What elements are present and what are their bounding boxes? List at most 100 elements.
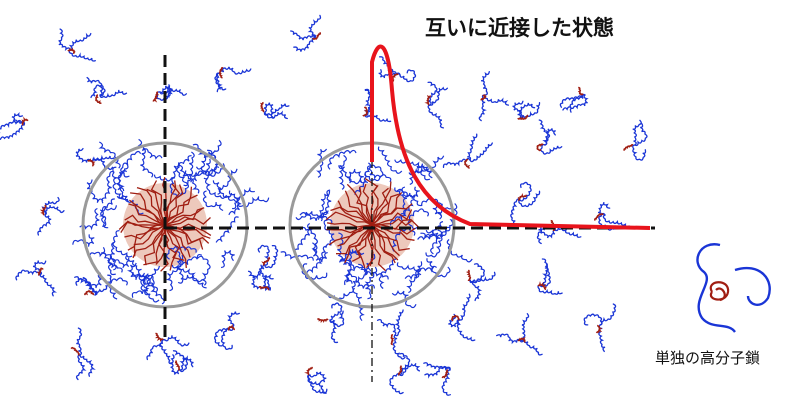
micelle-shell-strand bbox=[391, 290, 417, 309]
free-polymer-chain bbox=[362, 88, 392, 123]
free-polymer-chain bbox=[15, 260, 58, 297]
micelle-shell-strand bbox=[178, 164, 200, 194]
micelle-core-arm bbox=[164, 207, 205, 226]
free-polymer-chain bbox=[75, 147, 119, 171]
micelle-shell-strand bbox=[171, 263, 203, 283]
micelle-shell-strand bbox=[306, 245, 327, 274]
micelle-shell-strand bbox=[346, 168, 364, 184]
micelle-shell-strand bbox=[404, 265, 437, 281]
micelle-core-arm bbox=[371, 224, 400, 257]
micelle-shell-strand bbox=[408, 163, 433, 179]
micelle-right bbox=[280, 141, 473, 321]
chain-core-coil bbox=[36, 267, 44, 276]
chain-core-coil bbox=[227, 324, 236, 331]
chain-shell-strand bbox=[483, 94, 510, 106]
micelle-shell-strand bbox=[166, 245, 197, 260]
free-polymer-chain bbox=[247, 244, 279, 281]
free-polymer-chain bbox=[214, 311, 240, 350]
chain-shell-strand bbox=[309, 371, 327, 383]
micelle-core-arm bbox=[371, 209, 413, 226]
legend-core-coil bbox=[709, 281, 730, 302]
micelle-shell-strand bbox=[311, 242, 328, 263]
micelle-shell-strand bbox=[338, 154, 347, 190]
micelle-shell-strand bbox=[79, 207, 100, 231]
micelle-core-arm bbox=[164, 186, 193, 226]
micelle-core-arm bbox=[164, 224, 177, 271]
chain-shell-strand bbox=[602, 214, 630, 228]
chain-shell-strand bbox=[364, 112, 392, 123]
micelle-core-arm bbox=[143, 224, 166, 266]
micelle-shell-strand bbox=[201, 139, 222, 168]
micelle-shell-strand bbox=[140, 147, 154, 178]
chain-shell-strand bbox=[519, 313, 530, 342]
chain-shell-strand bbox=[75, 354, 87, 381]
micelle-core-arm bbox=[371, 224, 396, 264]
micelle-shell-strand bbox=[128, 257, 150, 285]
chain-core-coil bbox=[218, 67, 224, 79]
chain-shell-strand bbox=[247, 264, 266, 281]
micelle-shell-strand bbox=[367, 162, 392, 183]
chain-shell-strand bbox=[467, 133, 478, 161]
micelle-shell-strand bbox=[107, 254, 130, 269]
micelle-shell-strand bbox=[140, 275, 160, 303]
chain-shell-strand bbox=[159, 85, 173, 101]
chain-core-coil bbox=[39, 204, 47, 216]
micelle-shell-strand bbox=[89, 251, 117, 271]
chain-shell-strand bbox=[11, 112, 26, 126]
micelle-core-arm bbox=[371, 203, 413, 226]
micelle-shell-strand bbox=[323, 219, 336, 249]
chain-shell-strand bbox=[94, 274, 112, 296]
chain-core-coil bbox=[174, 360, 181, 371]
micelle-shell-strand bbox=[195, 163, 225, 177]
free-polymer-chain bbox=[623, 119, 648, 161]
micelle-core-arm bbox=[164, 224, 187, 269]
chain-shell-strand bbox=[37, 214, 52, 236]
chain-core-coil bbox=[577, 86, 584, 96]
chain-shell-strand bbox=[392, 334, 406, 360]
micelle-core-arm bbox=[128, 199, 166, 226]
chain-core-coil bbox=[390, 334, 395, 346]
chain-shell-strand bbox=[220, 328, 233, 350]
chain-shell-strand bbox=[169, 354, 181, 375]
micelle-shell-strand bbox=[212, 180, 241, 203]
chain-shell-strand bbox=[214, 327, 231, 347]
chain-shell-strand bbox=[559, 93, 586, 108]
chain-core-coil bbox=[451, 314, 460, 322]
micelle-shell-strand bbox=[101, 170, 115, 204]
micelle-shell-strand bbox=[178, 253, 203, 266]
free-polymer-chain bbox=[214, 66, 252, 93]
micelle-shell-strand bbox=[425, 229, 441, 255]
free-polymer-chain bbox=[465, 263, 496, 302]
free-polymer-chain bbox=[537, 258, 563, 295]
chain-shell-strand bbox=[634, 122, 648, 147]
chain-shell-strand bbox=[519, 101, 541, 120]
free-polymer-chain bbox=[594, 202, 630, 231]
chain-shell-strand bbox=[90, 84, 106, 99]
chain-shell-strand bbox=[86, 76, 104, 96]
micelle-shell-strand bbox=[190, 166, 220, 183]
chain-shell-strand bbox=[469, 263, 485, 283]
micelle-shell-strand bbox=[378, 258, 397, 289]
free-polymer-chain bbox=[260, 101, 290, 120]
chain-shell-strand bbox=[43, 205, 65, 216]
micelle-shell-strand bbox=[202, 190, 224, 212]
chain-shell-strand bbox=[75, 277, 97, 296]
chain-core-coil bbox=[87, 158, 96, 167]
chain-shell-strand bbox=[583, 313, 603, 326]
free-polymer-chain bbox=[536, 119, 563, 155]
chain-core-coil bbox=[517, 114, 529, 120]
micelle-shell-strand bbox=[400, 186, 408, 221]
micelle-shell-strand bbox=[112, 230, 133, 258]
free-polymer-chain bbox=[559, 86, 589, 113]
chain-core-coil bbox=[67, 47, 76, 55]
chain-shell-strand bbox=[510, 198, 521, 226]
chain-core-coil bbox=[95, 94, 102, 104]
chain-core-coil bbox=[84, 290, 95, 296]
chain-shell-strand bbox=[399, 363, 421, 377]
chain-core-coil bbox=[537, 280, 548, 291]
chain-shell-strand bbox=[469, 271, 496, 284]
chain-shell-strand bbox=[329, 302, 343, 321]
chain-shell-strand bbox=[68, 49, 96, 62]
chain-shell-strand bbox=[39, 274, 58, 297]
free-polymer-chain bbox=[496, 313, 543, 356]
